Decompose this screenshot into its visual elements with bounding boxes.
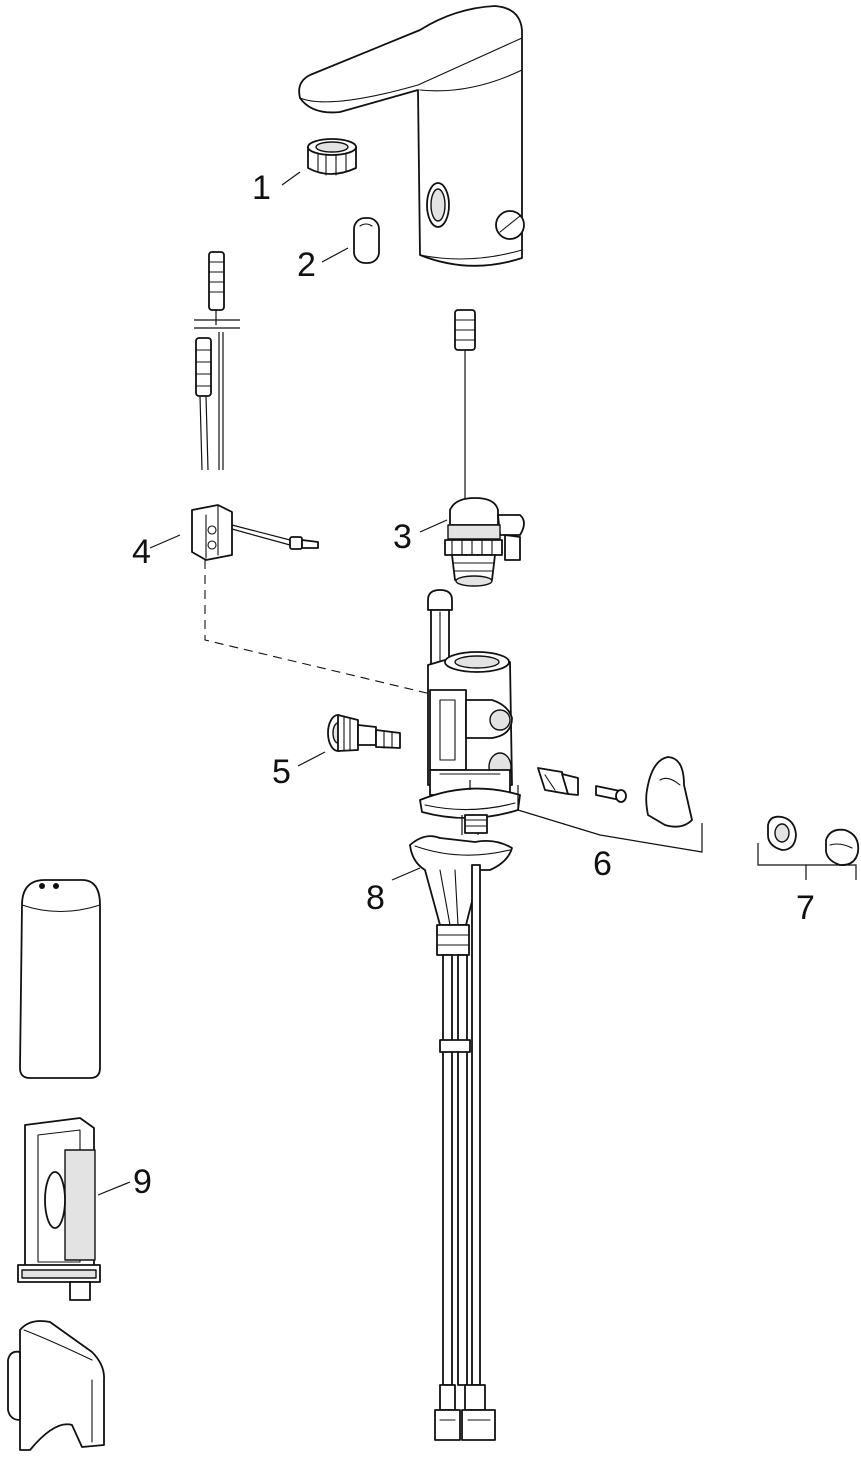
part-6-lever-set: 6: [517, 756, 703, 883]
callout-7: 7: [796, 889, 815, 927]
part-9-battery-box: 9: [7, 879, 152, 1451]
part-3-solenoid-valve: 3: [393, 309, 525, 587]
callout-9: 9: [133, 1163, 152, 1201]
callout-4: 4: [132, 533, 151, 571]
faucet-body: [298, 5, 525, 267]
part-1-aerator: 1: [252, 138, 357, 207]
callout-6: 6: [593, 845, 612, 883]
callout-3: 3: [393, 518, 412, 556]
callout-5: 5: [272, 753, 291, 791]
callout-2: 2: [297, 246, 316, 284]
part-7-caps: 7: [757, 815, 860, 927]
part-8-mounting-assembly: 8: [366, 814, 513, 1441]
part-4-cable-harness: 4: [132, 251, 436, 696]
part-2-sensor-window: 2: [297, 217, 380, 284]
part-5-check-valve: 5: [272, 714, 401, 791]
callout-1: 1: [252, 169, 271, 207]
callout-8: 8: [366, 879, 385, 917]
valve-body-assembly: [419, 589, 521, 819]
